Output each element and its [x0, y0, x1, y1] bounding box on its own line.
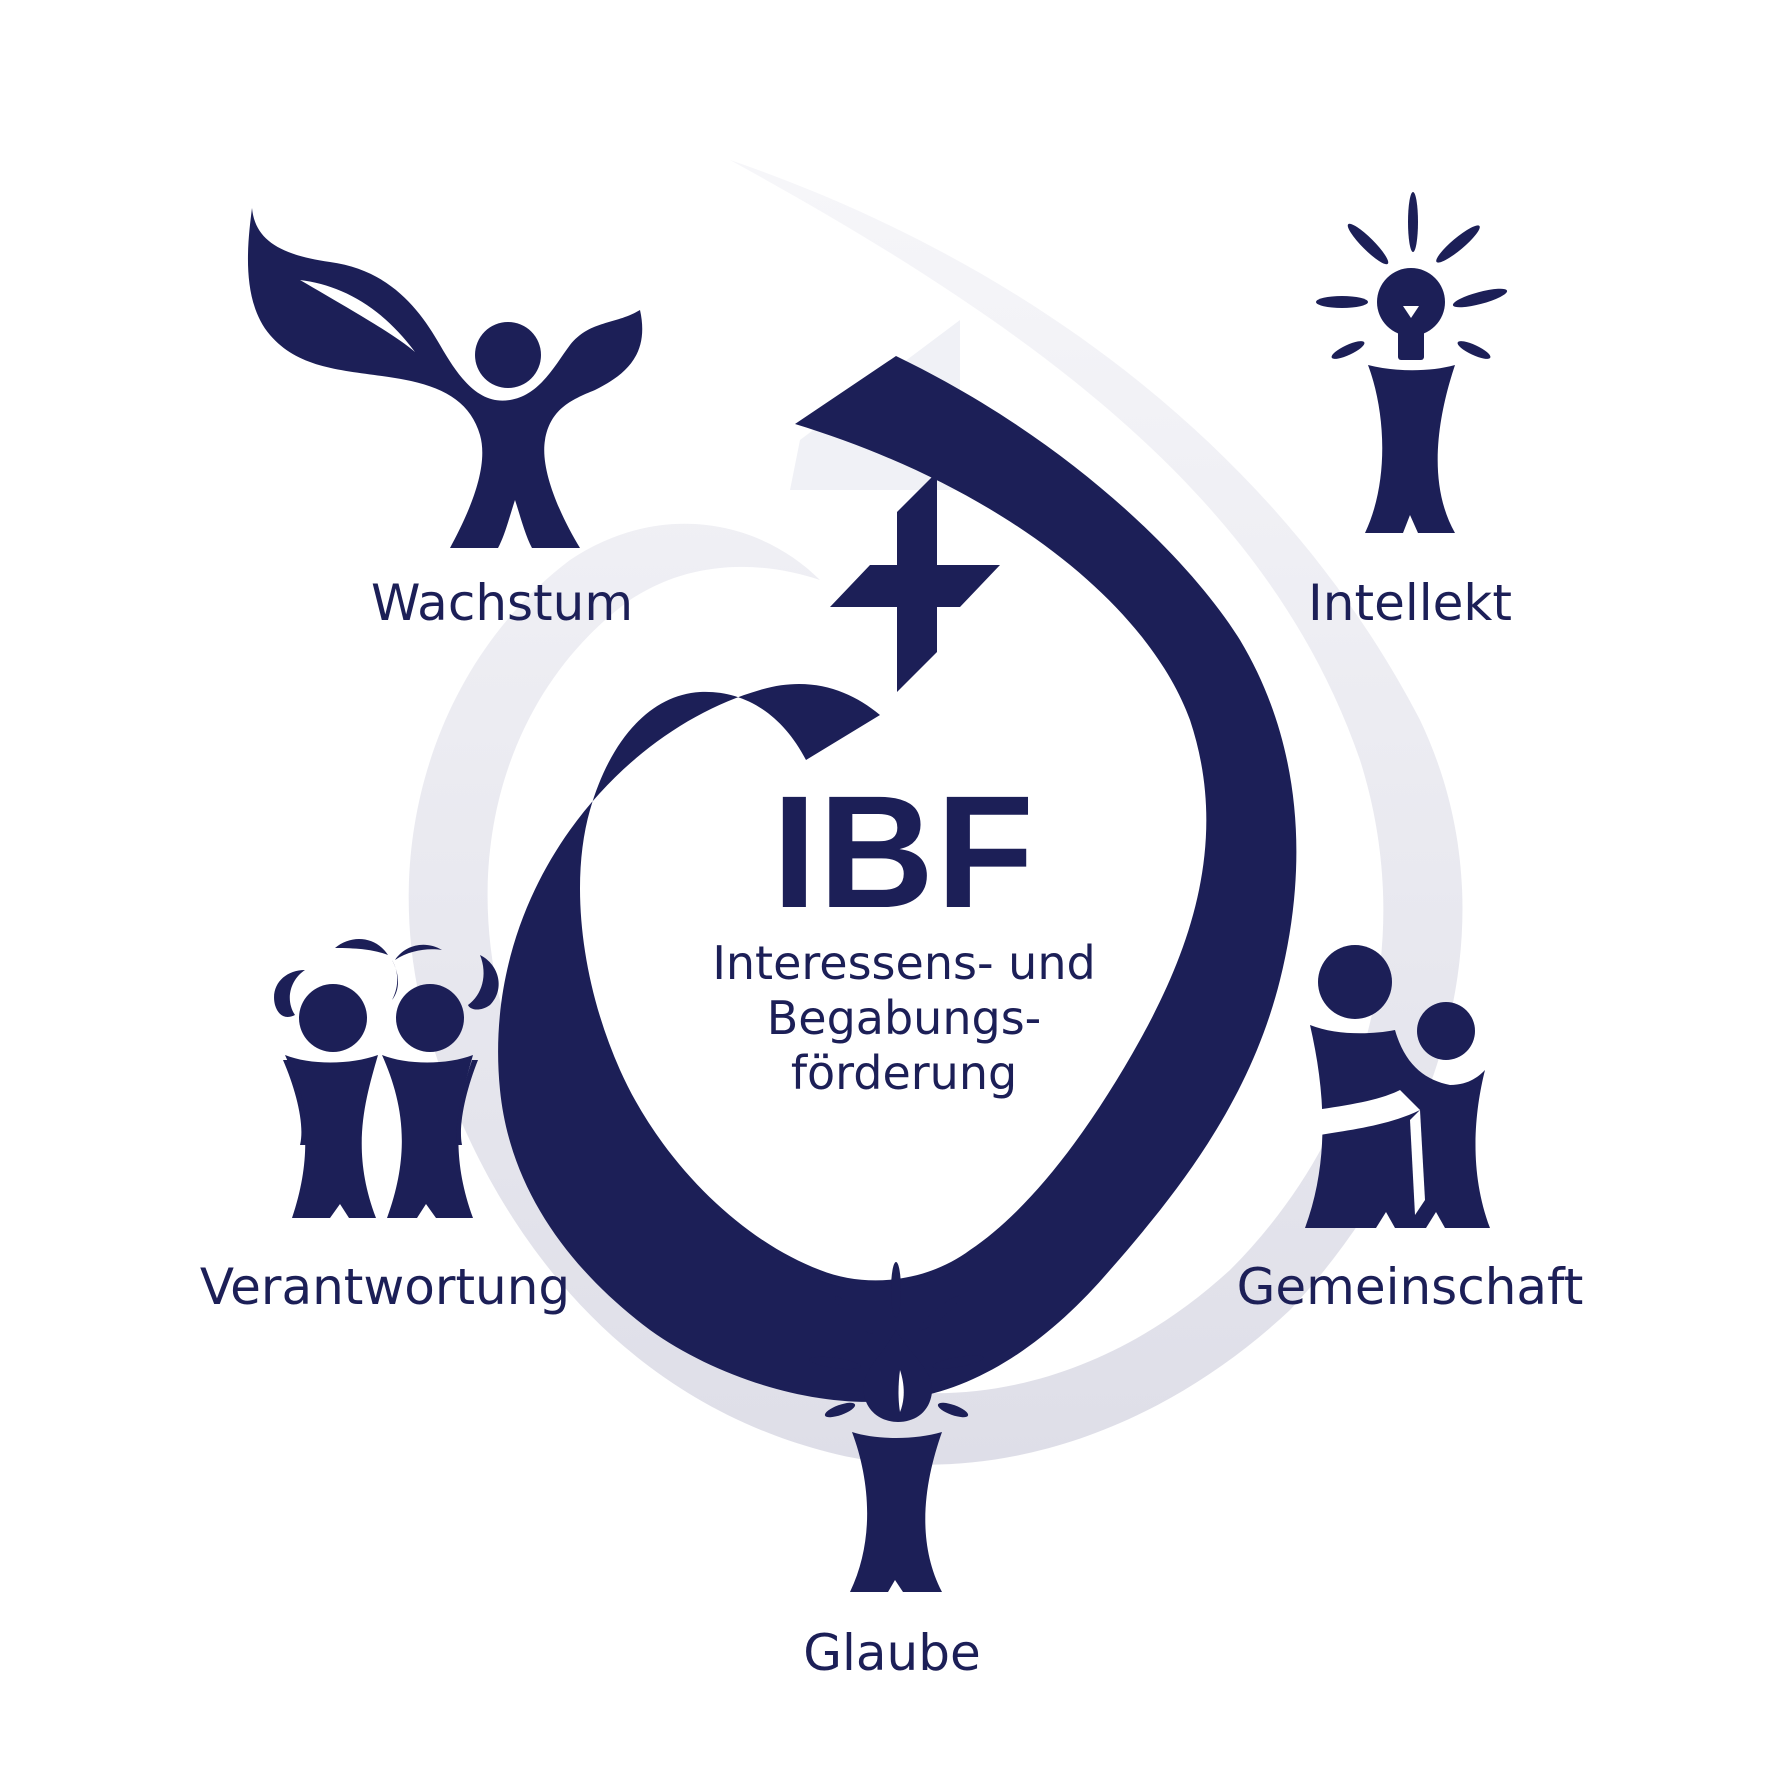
- figure-with-leaf-icon: [247, 208, 643, 548]
- logo-subtitle-line2: Begabungs-: [766, 991, 1042, 1045]
- label-verantwortung: Verantwortung: [199, 1258, 571, 1316]
- label-intellekt: Intellekt: [1308, 574, 1512, 632]
- label-glaube: Glaube: [803, 1624, 981, 1682]
- logo-subtitle: Interessens- und Begabungs- förderung: [712, 936, 1095, 1101]
- logo-subtitle-line3: förderung: [790, 1046, 1018, 1100]
- heart-ribbon-logo: [498, 356, 1297, 1402]
- logo-abbreviation: IBF: [772, 762, 1036, 941]
- figure-with-lightbulb-icon: [1316, 192, 1508, 533]
- label-wachstum: Wachstum: [370, 574, 634, 632]
- two-figures-icon: [274, 938, 499, 1218]
- hugging-figures-icon: [1305, 945, 1490, 1228]
- figure-with-flame-icon: [809, 1262, 984, 1592]
- logo-subtitle-line1: Interessens- und: [712, 936, 1096, 990]
- label-gemeinschaft: Gemeinschaft: [1236, 1258, 1584, 1316]
